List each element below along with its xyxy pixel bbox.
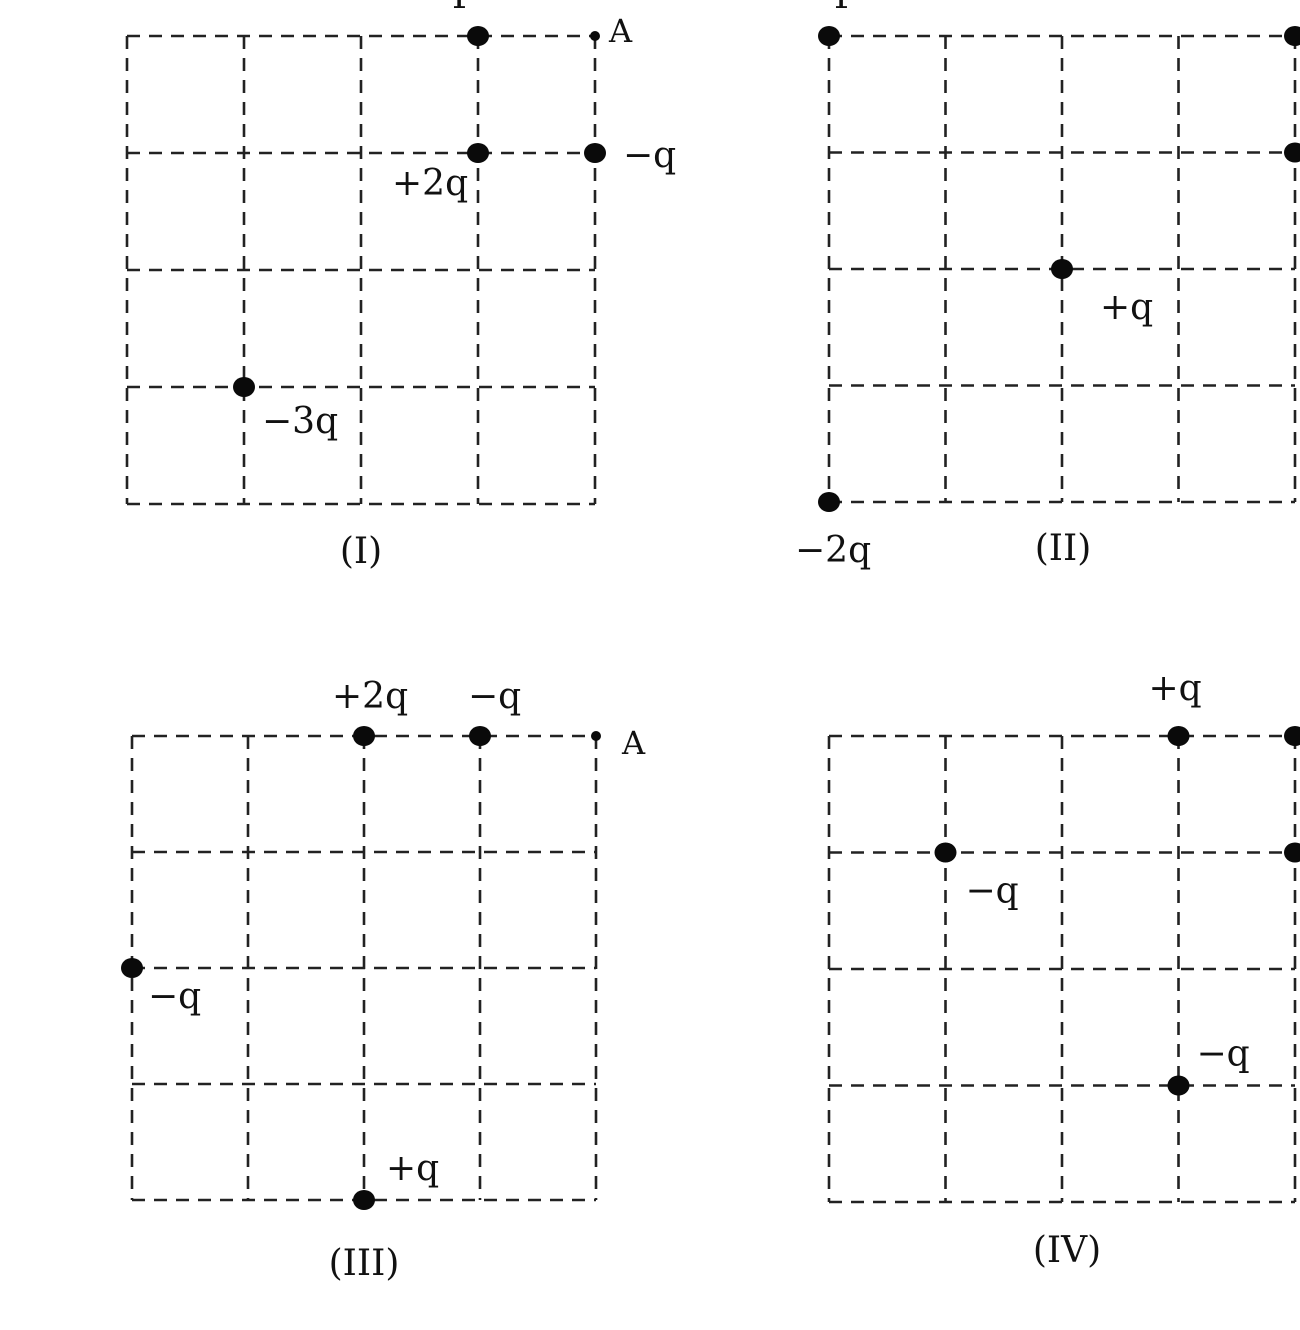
charge-dot [121,958,143,978]
point-a-marker [590,31,600,41]
charge-dot [818,26,840,46]
panel-i: A P +2q −q −3q (I) [125,0,676,572]
top-cut-label: P [452,0,476,17]
charge-dot [469,726,491,746]
panel-caption: (II) [1035,528,1092,569]
charge-dot [467,143,489,163]
charge-label: +q [1100,287,1153,328]
charge-label: −3q [262,401,338,442]
charge-dot [1284,142,1300,163]
charge-label: +q [386,1148,439,1189]
charge-dot [1284,842,1300,863]
point-a-marker [591,731,601,741]
panel-iv: +q −q −q (IV) [827,668,1300,1271]
charge-label: −q [148,976,201,1017]
charge-dot [584,143,606,163]
charge-dot [1051,259,1073,279]
charge-dot [818,492,840,512]
charge-label: −q [623,135,676,176]
panel-caption: (IV) [1033,1230,1101,1271]
charge-label: −q [966,871,1019,912]
panel-ii: P +q −2q (II) [795,0,1300,571]
top-cut-label: P [834,0,858,17]
charge-dot [1167,726,1190,746]
charge-dot [1284,726,1300,746]
charge-dot [467,26,489,46]
charge-dot [353,726,375,746]
charge-dot [934,842,957,863]
panel-iii: A +2q −q −q +q (III) [121,676,646,1284]
charge-dot [1167,1075,1190,1096]
charge-label: −q [1197,1034,1250,1075]
charge-dot [233,377,255,397]
charge-label: −2q [795,530,871,571]
charge-dot [353,1190,375,1210]
charge-label: −q [468,676,521,717]
charge-label: +q [1149,668,1202,709]
panel-caption: (I) [340,531,382,572]
charge-label: +2q [332,676,408,717]
charge-label: +2q [392,163,468,204]
point-a-label: A [608,12,633,50]
charge-dot [1284,26,1300,46]
point-a-label: A [621,724,646,762]
panel-caption: (III) [329,1243,400,1284]
